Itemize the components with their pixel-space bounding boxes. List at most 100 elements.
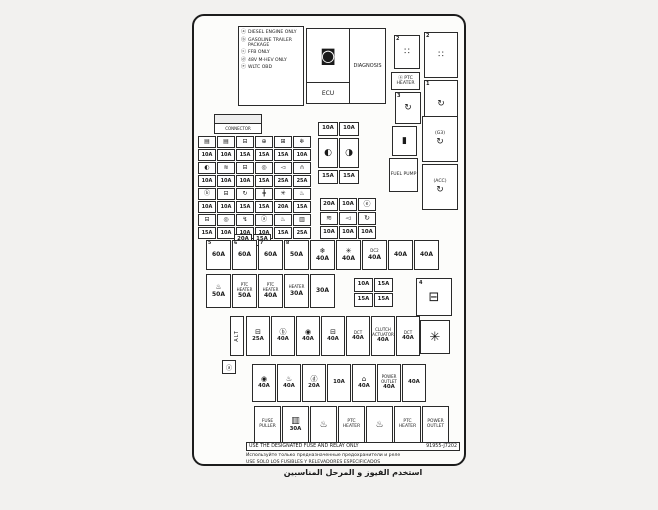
fuse-cell: 10A — [217, 227, 235, 239]
ecu-diagnosis-box: ◙ ECU DIAGNOSIS — [306, 28, 386, 104]
bottom-row: FUSE PULLER ▥ 30A ♨ PTC HEATER ♨ PTC — [254, 406, 449, 444]
fuse-rating: 15A — [239, 151, 251, 158]
fuse-cell: 10A — [198, 175, 216, 187]
connector-icon: ▤ — [204, 138, 210, 145]
fuse-label: FUSE PULLER — [259, 419, 276, 429]
fuse-label: POWER OUTLET — [426, 419, 445, 429]
fuse-cell: ⓑ 40A — [271, 316, 295, 356]
lower-fuse-row: ◉ 40A ♨ 40A ⓓ 20A 10A ⌂ 40A PO — [252, 364, 426, 402]
circle-a-icon: ⓐ — [225, 364, 232, 372]
fuse-panel-outline: ⓐ DIESEL ENGINE ONLY ⓑ GASOLINE TRAILER … — [192, 14, 466, 466]
fuse-cell: ⓔ — [358, 198, 376, 211]
fuse-cell: 10A — [198, 149, 216, 161]
ptc-heater-relay-label: ⓐ PTC HEATER — [391, 72, 420, 90]
fuel-pump-icon-box: ▮ — [392, 126, 417, 156]
circle-e-icon: ⓔ — [363, 200, 371, 208]
fuse-rating: 60A — [264, 251, 277, 258]
fuse-rating: 10A — [220, 151, 232, 158]
fuse-rating: 10A — [342, 200, 354, 207]
legend-letter: ⓒ — [241, 49, 247, 56]
fuse-rating: 40A — [342, 255, 355, 262]
fuse-cell: ⊟ 40A — [321, 316, 345, 356]
fuse-cell: ▤ — [198, 136, 216, 148]
fuse-rating: 10A — [220, 177, 232, 184]
fuse-cell: 15A — [255, 201, 273, 213]
connector-tab: CONNECTOR — [214, 114, 262, 134]
fuel-pump-icon: ▮ — [402, 135, 407, 146]
fuse-rating: 10A — [323, 228, 335, 235]
legend-item: ⓔ WLTC OBD — [241, 65, 301, 71]
fuse-rating: 40A — [377, 337, 389, 344]
fuse-cell: 15A — [274, 149, 292, 161]
fuse-cell: 8 50A — [284, 240, 309, 270]
acc-label: (ACC) — [433, 179, 447, 185]
fuse-rating: 15A — [258, 151, 270, 158]
battery-icon: ⊟ — [242, 138, 248, 145]
fuse-rating: 25A — [277, 177, 289, 184]
fuse-cell: ❄ 40A — [310, 240, 335, 270]
fuse-rating: 40A — [402, 334, 414, 341]
warning-text-ru: Используйте только предназначенные предо… — [246, 453, 401, 458]
fuse-cell: 10A — [339, 122, 359, 136]
fuse-cell: 15A — [339, 170, 359, 184]
fuse-cell: PTC HEATER 40A — [258, 274, 283, 308]
relay-icon: ↻ — [242, 190, 248, 197]
snowflake-icon: ❄ — [319, 247, 326, 255]
fuse-cell: 10A — [339, 198, 357, 211]
fuse-rating: 10A — [201, 177, 213, 184]
fuse-rating: 60A — [238, 251, 251, 258]
fuse-rating: 30A — [289, 426, 302, 433]
fuse-rating: 40A — [327, 336, 339, 343]
horn-icon: ◅ — [280, 164, 286, 171]
fuse-cell: 10A — [217, 201, 235, 213]
fuse-cell: ↻ — [236, 188, 254, 200]
fuse-cell: CLUTCH ACTUATOR 40A — [371, 316, 395, 356]
fuse-rating: 25A — [296, 229, 308, 236]
fuse-cell: 10A — [217, 149, 235, 161]
fuse-cell: 6 60A — [232, 240, 257, 270]
fuse-number: 5 — [208, 241, 212, 246]
fuse-rating: 15A — [239, 203, 251, 210]
cooling-fan-box: ✳ — [420, 320, 450, 354]
fuse-rating: 10A — [342, 228, 354, 235]
fuse-cell: ∩ — [293, 162, 311, 174]
fuse-cell: 15A — [318, 170, 338, 184]
circle-a-icon: ⓐ — [260, 216, 267, 223]
fuse-rating: 15A — [357, 296, 370, 303]
fuse-cell: ⊟ — [198, 214, 216, 226]
vacuum-icon: ◉ — [260, 375, 268, 384]
fuse-cell: 40A — [388, 240, 413, 270]
fuse-rating: 40A — [264, 291, 277, 299]
fuse-rating: 40A — [383, 384, 395, 391]
legend-text: 48V M-HEV ONLY — [248, 57, 287, 63]
fuse-rating: 15A — [201, 229, 213, 236]
fuse-rating: 25A — [296, 177, 308, 184]
fuse-label: PTC HEATER — [236, 282, 253, 292]
battery-icon: ⊟ — [428, 289, 440, 305]
fuse-rating: 15A — [277, 229, 289, 236]
fuse-rating: 40A — [408, 379, 420, 386]
fuse-number: 8 — [286, 241, 290, 246]
fuse-rating: 20A — [277, 203, 289, 210]
abs-icon: ◎ — [261, 164, 267, 171]
fuse-cell: 10A — [236, 175, 254, 187]
fuse-cell: FUSE PULLER — [254, 406, 281, 444]
legend-letter: ⓓ — [241, 56, 247, 63]
relay-coil-icon: ↻ — [437, 98, 445, 109]
fuse-rating: 10A — [333, 379, 345, 386]
fuse-rating: 40A — [283, 383, 295, 390]
battery-icon: ⊟ — [330, 328, 336, 337]
fuse-cell: ◐ — [318, 138, 338, 168]
fuse-cell: ▤ — [217, 136, 235, 148]
heater-icon: ♨ — [280, 216, 286, 223]
legend-item: ⓓ 48V M-HEV ONLY — [241, 56, 301, 64]
side-icon-cells: ◐ ◑ — [318, 138, 359, 168]
fuse-cell: ◅ — [274, 162, 292, 174]
fuse-rating: 40A — [368, 253, 381, 261]
fuse-cell: 15A — [198, 227, 216, 239]
fuse-rating: 15A — [258, 203, 270, 210]
fuse-cell: 15A — [274, 227, 292, 239]
fuse-cell: ╋ — [255, 188, 273, 200]
fuse-rating: 50A — [212, 291, 225, 298]
fuse-cell: 25A — [293, 175, 311, 187]
